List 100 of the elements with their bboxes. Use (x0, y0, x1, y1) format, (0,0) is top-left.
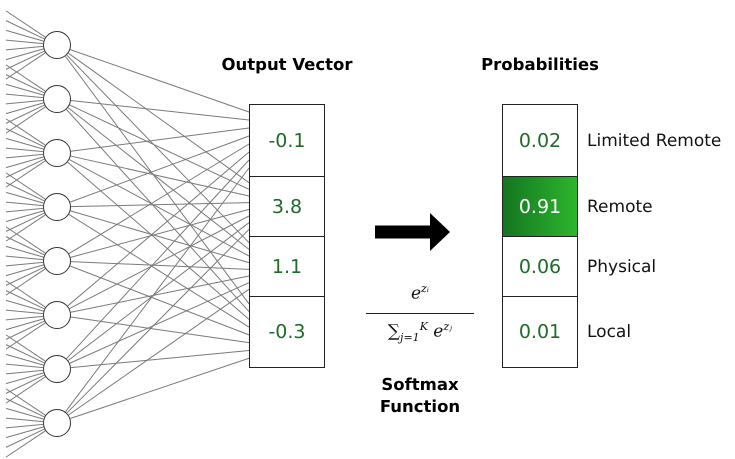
function-caption: Softmax Function (378, 374, 462, 418)
connection-line (68, 107, 250, 250)
connection-line (6, 418, 44, 422)
connection-line (6, 372, 44, 384)
connection-line (6, 202, 44, 206)
connection-line (6, 74, 45, 94)
connection-line (70, 358, 250, 420)
connection-line (6, 100, 44, 104)
neuron-circle (43, 355, 71, 383)
connection-line (70, 49, 250, 112)
connection-line (6, 104, 45, 124)
connection-line (6, 424, 44, 428)
neuron-circle (43, 193, 71, 221)
connection-line (69, 282, 250, 364)
connection-line (6, 316, 44, 320)
class-label: Remote (587, 196, 653, 217)
neuron-circle (43, 139, 71, 167)
connection-line (70, 350, 250, 368)
connection-line (6, 374, 45, 394)
connection-line (68, 52, 250, 184)
connection-line (70, 156, 250, 196)
connection-line (6, 160, 46, 188)
connection-line (6, 268, 46, 296)
column-heading: Output Vector (220, 55, 354, 74)
connection-line (68, 222, 250, 362)
connection-line (6, 320, 45, 340)
connection-line (6, 376, 46, 404)
vector-cell: -0.3 (249, 296, 325, 368)
neuron-circle (43, 85, 71, 113)
connection-line (6, 226, 46, 254)
connection-line (6, 208, 44, 212)
connection-line (6, 344, 45, 364)
connection-line (6, 354, 44, 366)
formula-numerator: e$^{zᵢ}$ (410, 282, 430, 304)
connection-line (70, 266, 250, 336)
connection-line (66, 228, 250, 414)
connection-line (6, 20, 45, 40)
neuron-circle (43, 409, 71, 437)
connection-line (70, 128, 250, 152)
vector-cell: 1.1 (249, 236, 325, 298)
connection-line (6, 48, 44, 60)
connection-line (6, 154, 44, 158)
connection-line (6, 40, 44, 44)
connection-line (6, 214, 46, 242)
formula-denominator: ∑$_{j=1}$$^{K}$ e$^{zⱼ}$ (386, 320, 454, 344)
class-label: Limited Remote (587, 130, 722, 151)
connection-line (6, 430, 46, 458)
connection-line (70, 202, 250, 208)
connection-line (6, 322, 46, 350)
connection-line (6, 64, 46, 92)
connection-line (6, 84, 44, 96)
connection-line (70, 276, 250, 313)
connection-line (6, 102, 44, 114)
neuron-circle (43, 31, 71, 59)
column-heading: Probabilities (480, 55, 600, 74)
connection-line (64, 168, 250, 412)
connection-line (68, 288, 250, 416)
connection-line (6, 138, 44, 150)
vector-cell: -0.1 (249, 104, 325, 178)
connection-line (69, 104, 250, 190)
connection-line (68, 144, 250, 254)
connection-line (66, 160, 250, 360)
connection-line (6, 94, 44, 98)
connection-line (6, 334, 46, 362)
connection-line (6, 50, 45, 70)
connection-line (68, 214, 250, 328)
connection-line (6, 128, 45, 148)
connection-line (6, 370, 44, 374)
connection-line (6, 210, 44, 222)
connection-line (70, 136, 250, 203)
class-label: Physical (587, 256, 656, 277)
connection-line (6, 266, 45, 286)
connection-line (6, 426, 44, 438)
connection-line (66, 108, 250, 312)
connection-line (6, 318, 44, 330)
connection-line (6, 310, 44, 314)
connection-line (6, 192, 44, 204)
connection-line (6, 46, 44, 50)
connection-line (6, 428, 45, 448)
connection-line (68, 159, 250, 256)
connection-line (6, 172, 46, 200)
connection-line (68, 216, 250, 310)
connection-line (6, 280, 46, 308)
vector-cell: 3.8 (249, 176, 325, 238)
connection-line (70, 261, 250, 270)
connection-line (6, 364, 44, 368)
connection-line (6, 30, 44, 42)
class-label: Local (587, 322, 632, 342)
connection-line (6, 148, 44, 152)
connection-line (6, 246, 44, 258)
connection-line (6, 156, 44, 168)
connection-line (6, 212, 45, 232)
connection-line (64, 56, 250, 304)
connection-line (6, 118, 46, 146)
block-arrow (375, 213, 450, 251)
connection-line (6, 52, 46, 80)
connection-line (6, 158, 45, 178)
connection-line (6, 236, 45, 256)
connection-line (6, 408, 44, 420)
connection-line (6, 262, 44, 266)
